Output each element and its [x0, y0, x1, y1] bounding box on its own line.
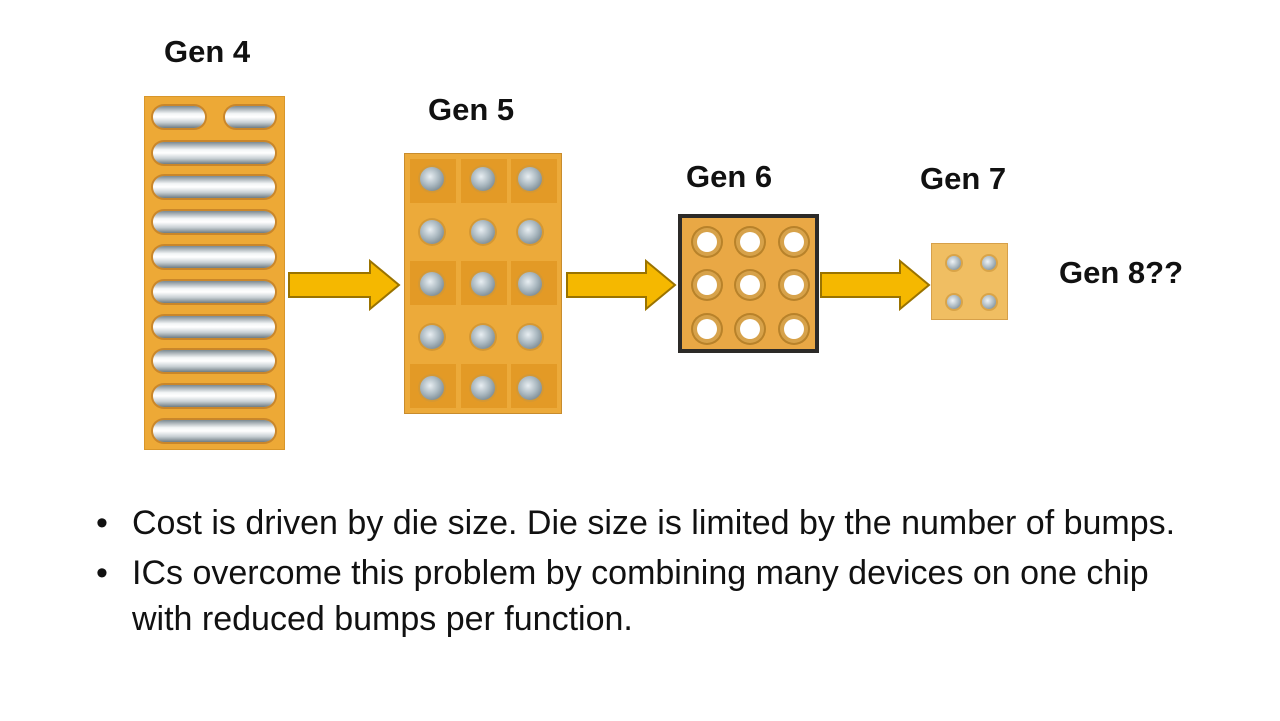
gen5-bump: [420, 325, 444, 349]
gen4-slot: [153, 246, 275, 268]
gen6-bump: [784, 319, 804, 339]
gen6-label: Gen 6: [686, 159, 773, 194]
gen7-bump: [982, 295, 996, 309]
bullet-item: • ICs overcome this problem by combining…: [96, 550, 1216, 642]
gen5-bump: [471, 376, 495, 400]
gen7-label: Gen 7: [920, 161, 1007, 196]
gen4-slot: [153, 385, 275, 407]
gen6-die: [678, 214, 819, 353]
gen5-bump: [420, 272, 444, 296]
gen5-bump: [420, 376, 444, 400]
gen6-bump: [697, 319, 717, 339]
gen6-bump: [784, 232, 804, 252]
gen4-slot: [153, 420, 275, 442]
gen8-label: Gen 8??: [1059, 255, 1184, 290]
gen6-bump: [740, 275, 760, 295]
gen4-slot: [153, 316, 275, 338]
gen7-bump: [982, 256, 996, 270]
gen5-bump: [420, 167, 444, 191]
gen5-bump: [518, 272, 542, 296]
gen4-die: [144, 96, 285, 450]
bullet-dot: •: [96, 504, 108, 542]
bullet-text: Cost is driven by die size. Die size is …: [132, 504, 1176, 542]
arrow-gen6-to-gen7: [820, 258, 931, 312]
gen7-die: [931, 243, 1008, 320]
gen5-bump: [518, 220, 542, 244]
gen5-bump: [518, 167, 542, 191]
gen4-slot: [153, 176, 275, 198]
gen6-bump: [697, 275, 717, 295]
gen4-slot: [153, 211, 275, 233]
bullet-list: • Cost is driven by die size. Die size i…: [96, 500, 1216, 646]
gen5-bump: [471, 272, 495, 296]
gen4-label: Gen 4: [164, 34, 251, 69]
gen4-slot: [153, 142, 275, 164]
gen7-bump: [947, 256, 961, 270]
gen6-bump: [740, 232, 760, 252]
gen4-slot: [225, 106, 275, 128]
gen5-bump: [471, 220, 495, 244]
gen5-die: [404, 153, 562, 414]
bullet-dot: •: [96, 554, 108, 592]
arrow-gen5-to-gen6: [566, 258, 677, 312]
gen5-bump: [471, 167, 495, 191]
arrow-gen4-to-gen5: [288, 258, 401, 312]
gen6-bump: [697, 232, 717, 252]
gen5-bump: [518, 325, 542, 349]
gen4-slot: [153, 281, 275, 303]
gen4-slot: [153, 350, 275, 372]
gen5-label: Gen 5: [428, 92, 515, 127]
gen5-bump: [420, 220, 444, 244]
bullet-item: • Cost is driven by die size. Die size i…: [96, 500, 1216, 546]
gen4-slot: [153, 106, 205, 128]
gen5-bump: [518, 376, 542, 400]
bullet-text: ICs overcome this problem by combining m…: [132, 554, 1149, 638]
gen6-bump: [740, 319, 760, 339]
gen6-bump: [784, 275, 804, 295]
gen5-bump: [471, 325, 495, 349]
gen7-bump: [947, 295, 961, 309]
